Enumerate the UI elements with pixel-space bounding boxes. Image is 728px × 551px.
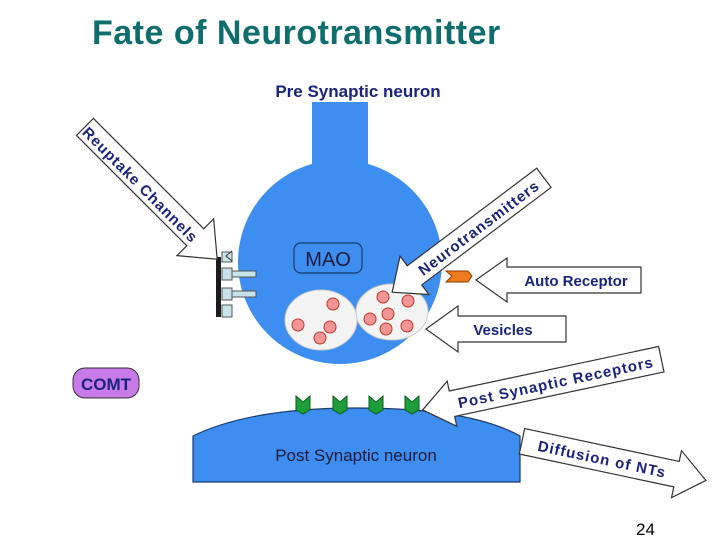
channel-arm bbox=[231, 290, 257, 298]
post-receptors bbox=[295, 394, 420, 415]
post-receptors-arrow: Post Synaptic Receptors bbox=[421, 345, 665, 428]
channel-block bbox=[221, 287, 233, 301]
pre-synaptic-label: Pre Synaptic neuron bbox=[275, 82, 440, 101]
reuptake-arrow: Reuptake Channels bbox=[75, 117, 218, 260]
post-synaptic-label: Post Synaptic neuron bbox=[275, 446, 437, 465]
nt-dot bbox=[363, 312, 377, 326]
comt-shape bbox=[72, 367, 140, 399]
receptor-icon bbox=[332, 394, 348, 415]
nt-dot bbox=[313, 331, 327, 345]
receptor-icon bbox=[368, 394, 384, 415]
nt-dot bbox=[323, 320, 337, 334]
reuptake-channel-structure bbox=[216, 250, 257, 318]
channel-tip bbox=[225, 250, 233, 262]
comt-label: COMT bbox=[81, 375, 132, 394]
nt-dot bbox=[400, 319, 414, 333]
channel-block bbox=[221, 267, 233, 281]
nt-dot bbox=[381, 307, 395, 321]
reuptake-label: Reuptake Channels bbox=[79, 124, 201, 246]
channel-arm bbox=[231, 270, 257, 278]
diffusion-arrow-shape bbox=[518, 427, 707, 499]
vesicle-left bbox=[284, 289, 358, 351]
reuptake-arrow-shape bbox=[75, 117, 218, 260]
mao-frame bbox=[293, 242, 363, 274]
diffusion-arrow: Diffusion of NTs bbox=[518, 427, 707, 499]
auto-receptor-icon bbox=[444, 270, 473, 283]
vesicles-arrow: Vesicles bbox=[424, 304, 567, 354]
post-receptors-arrow-shape bbox=[421, 345, 665, 428]
vesicles-label: Vesicles bbox=[473, 322, 532, 339]
receptor-icon bbox=[295, 394, 311, 415]
auto-receptor-shape bbox=[444, 270, 473, 283]
vesicle-right bbox=[355, 283, 429, 341]
mao-label: MAO bbox=[305, 249, 351, 271]
comt-node: COMT bbox=[72, 367, 140, 399]
auto-receptor-arrow-shape bbox=[474, 256, 642, 304]
channel-block bbox=[221, 304, 233, 318]
post-synaptic-body bbox=[192, 407, 521, 483]
page-title: Fate of Neurotransmitter bbox=[92, 14, 501, 52]
mao-box: MAO bbox=[293, 242, 363, 274]
receptor-icon bbox=[404, 394, 420, 415]
nt-dot bbox=[291, 318, 305, 332]
auto-receptor-arrow: Auto Receptor bbox=[474, 256, 642, 304]
nt-dot bbox=[401, 294, 415, 308]
page-number: 24 bbox=[636, 520, 655, 539]
auto-receptor-label: Auto Receptor bbox=[524, 273, 628, 290]
membrane-line bbox=[216, 257, 221, 317]
nt-dot bbox=[379, 322, 393, 336]
nt-dot bbox=[326, 297, 340, 311]
post-synaptic-neuron: Post Synaptic neuron bbox=[192, 407, 521, 483]
vesicles-arrow-shape bbox=[424, 304, 567, 354]
nt-dot bbox=[376, 290, 390, 304]
neurotransmitters-arrow-shape bbox=[391, 167, 552, 296]
